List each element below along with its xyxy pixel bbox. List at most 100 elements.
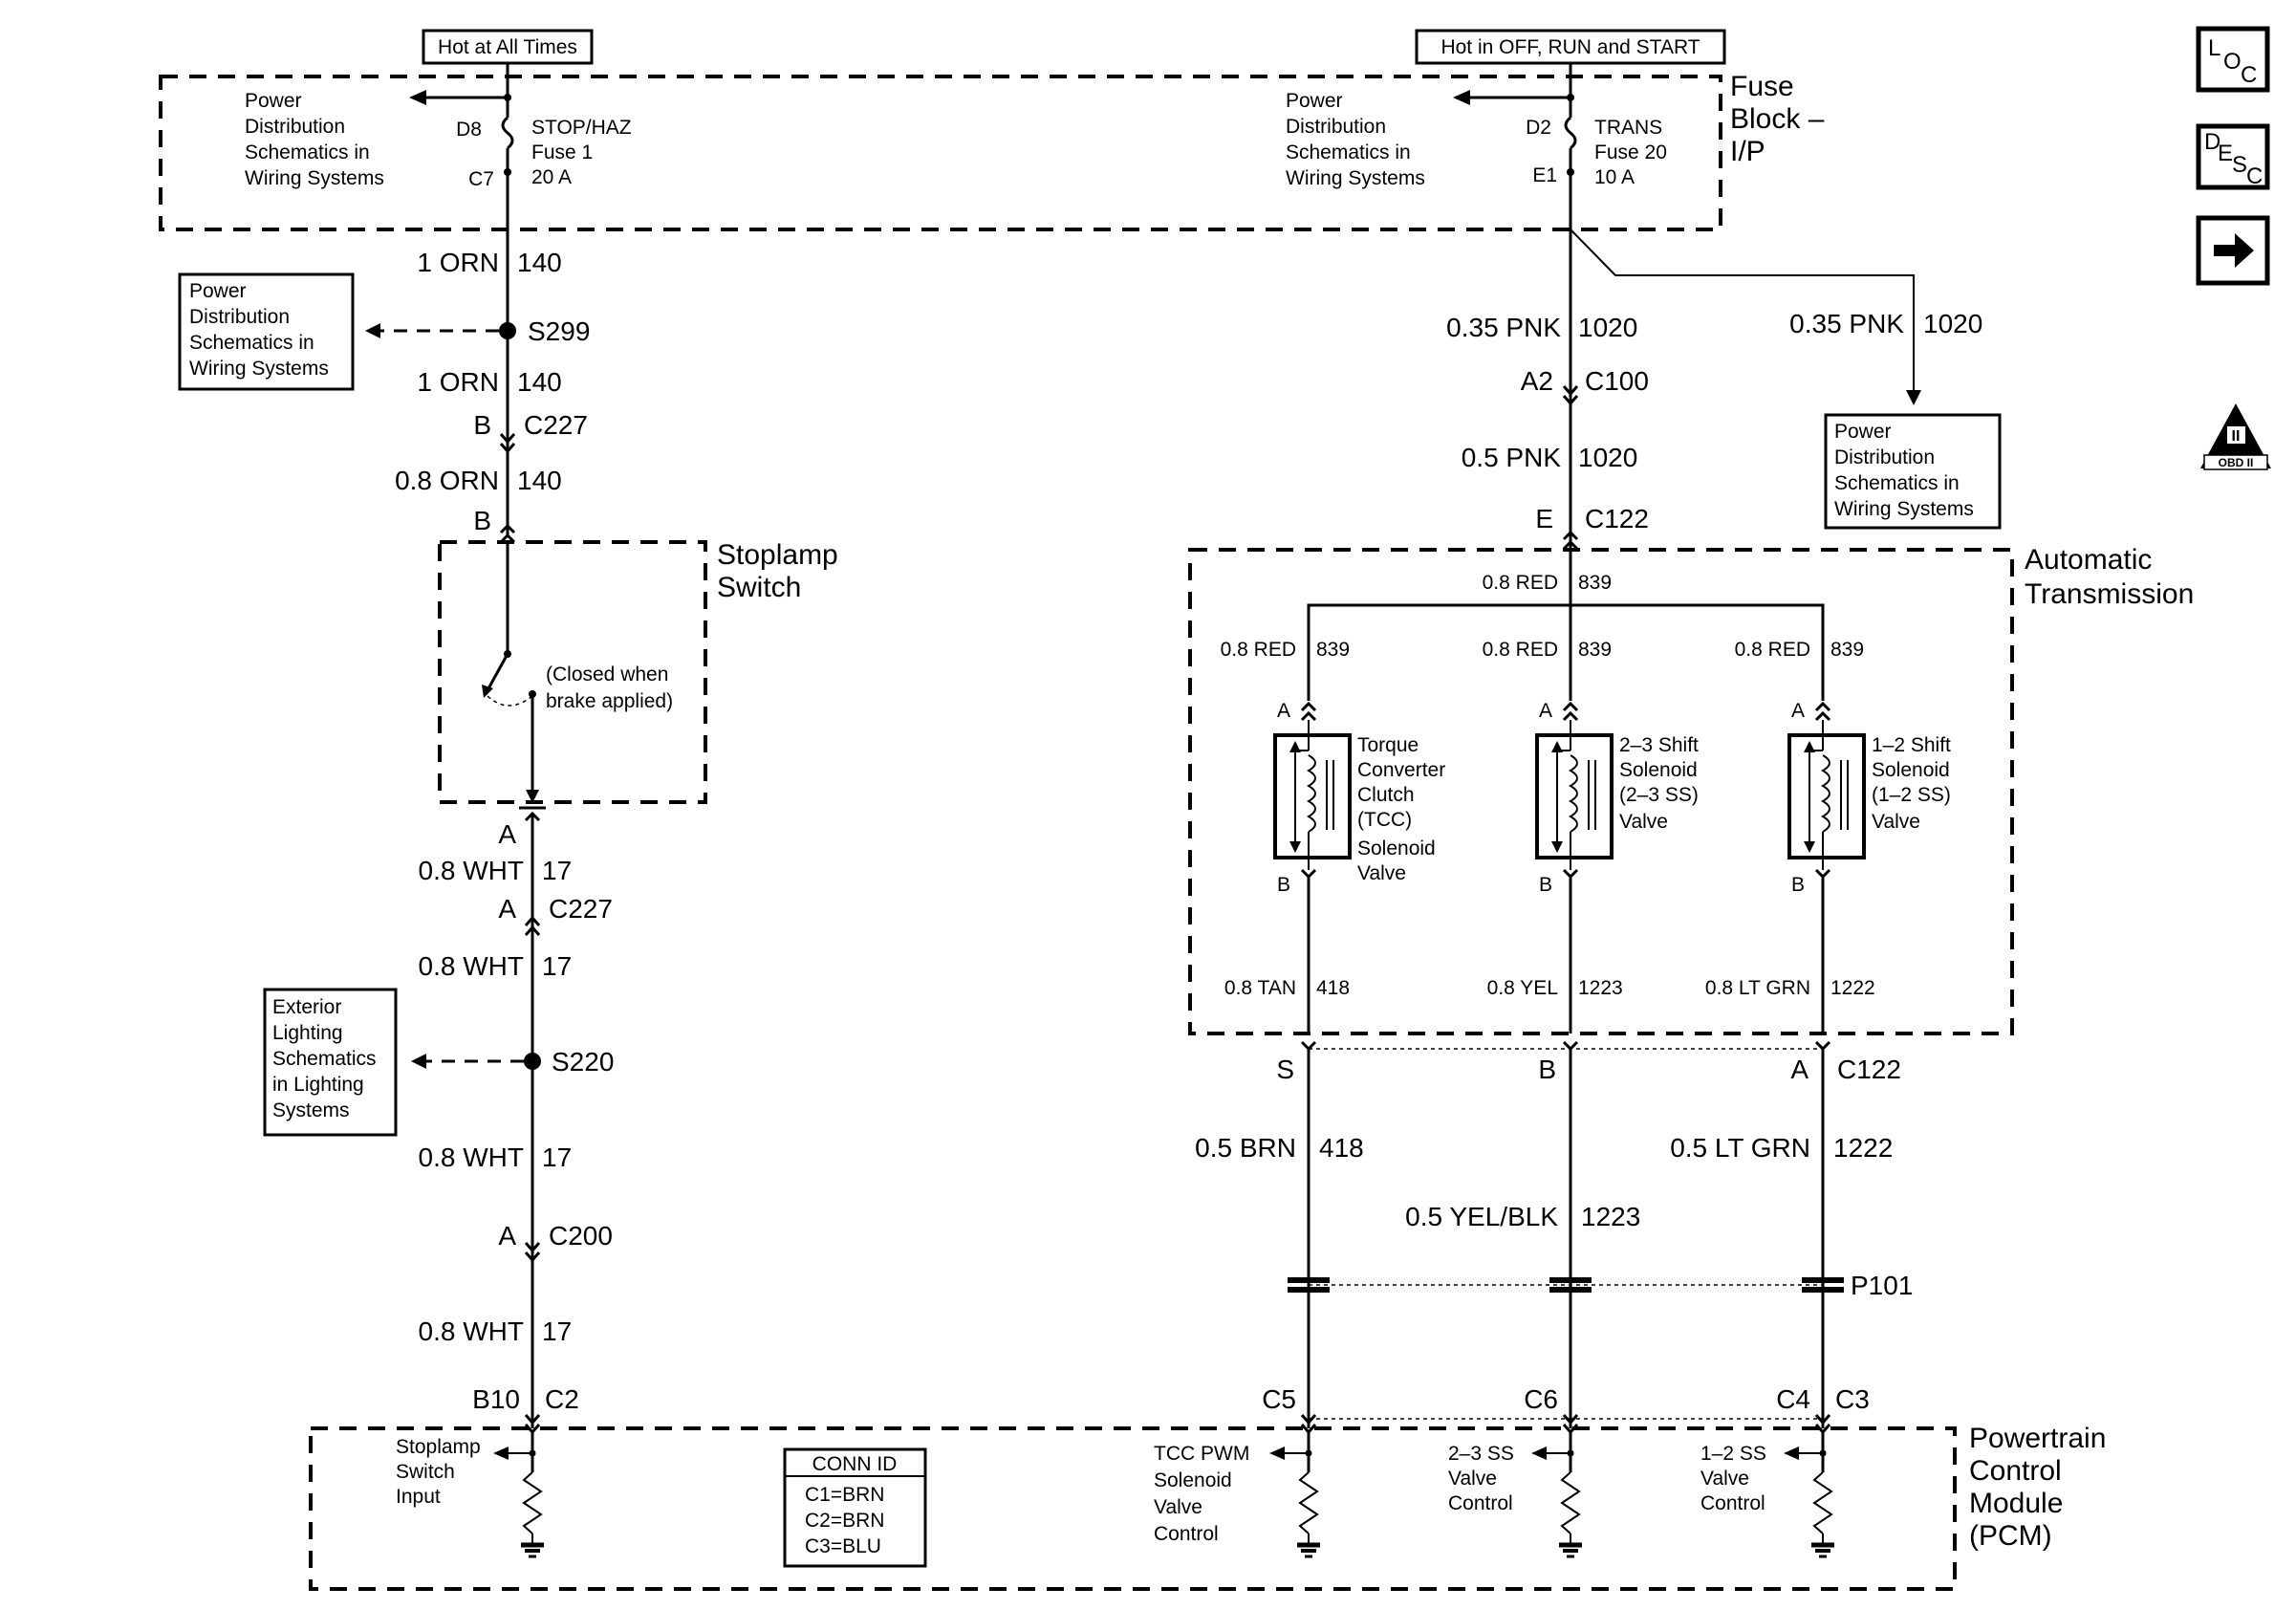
svg-text:0.8 YEL: 0.8 YEL bbox=[1487, 977, 1558, 999]
svg-text:1223: 1223 bbox=[1581, 1202, 1640, 1231]
wire-label-pnk-a: 0.35 PNK 1020 bbox=[1446, 313, 1637, 342]
conn-id-table: CONN ID C1=BRN C2=BRN C3=BLU bbox=[783, 1447, 927, 1568]
connector-c227-b: B C227 bbox=[473, 410, 588, 454]
svg-text:0.8 RED: 0.8 RED bbox=[1221, 639, 1296, 661]
svg-text:C3=BLU: C3=BLU bbox=[805, 1535, 881, 1557]
pcm-pin-b10: B10 C2 bbox=[472, 1384, 579, 1435]
fuse-trans: D2 E1 TRANS Fuse 20 10 A bbox=[1453, 76, 1667, 229]
svg-text:A: A bbox=[498, 1221, 516, 1251]
left-circuit-wire bbox=[506, 229, 534, 1428]
svg-text:B: B bbox=[1539, 874, 1552, 896]
svg-text:C4: C4 bbox=[1776, 1384, 1810, 1414]
pcm-input-stoplamp: Stoplamp Switch Input bbox=[396, 1432, 544, 1558]
fuse-block-boundary bbox=[159, 75, 1722, 231]
lower-right-wires bbox=[1307, 1049, 1825, 1428]
svg-text:A: A bbox=[1277, 700, 1290, 722]
svg-text:C2=BRN: C2=BRN bbox=[805, 1510, 884, 1532]
wire-label-3: 0.8 ORN 140 bbox=[395, 466, 562, 495]
svg-text:B: B bbox=[1277, 874, 1290, 896]
loc-icon[interactable]: L O C bbox=[2196, 26, 2270, 93]
svg-text:1223: 1223 bbox=[1578, 977, 1623, 999]
svg-text:CONN ID: CONN ID bbox=[812, 1453, 898, 1475]
fuse-stop-haz: D8 C7 STOP/HAZ Fuse 1 20 A bbox=[409, 76, 632, 229]
splice-s299: S299 bbox=[365, 316, 590, 346]
svg-text:A2: A2 bbox=[1521, 366, 1553, 396]
wire-label-4: 0.8 WHT 17 bbox=[419, 856, 573, 885]
stoplamp-switch-title: Stoplamp Switch bbox=[717, 539, 846, 603]
svg-text:1 ORN: 1 ORN bbox=[417, 367, 499, 397]
svg-text:0.5 BRN: 0.5 BRN bbox=[1195, 1133, 1296, 1163]
svg-text:B: B bbox=[1538, 1055, 1556, 1084]
wire-label-1: 1 ORN 140 bbox=[417, 248, 561, 277]
svg-text:1020: 1020 bbox=[1578, 443, 1637, 472]
svg-text:A: A bbox=[1790, 1055, 1809, 1084]
svg-text:1020: 1020 bbox=[1923, 309, 1982, 338]
pcm-boundary bbox=[309, 1426, 1957, 1591]
svg-text:Exterior Lighting: Exterior Lighting Schematics in Lighting… bbox=[272, 996, 381, 1121]
obd-ii-icon[interactable]: II OBD II bbox=[2200, 403, 2271, 470]
auto-trans-boundary bbox=[1188, 548, 2014, 1035]
svg-text:A: A bbox=[498, 819, 516, 849]
connector-c122-lower: S B A C122 bbox=[1276, 1040, 1901, 1084]
svg-text:17: 17 bbox=[542, 951, 572, 981]
solenoid-1-2-shift: 0.8 RED 839 A B 1–2 Shift Solenoid (1–2 … bbox=[1705, 639, 1951, 1033]
svg-text:418: 418 bbox=[1316, 977, 1350, 999]
svg-text:P101: P101 bbox=[1851, 1271, 1913, 1300]
pcm-title: Powertrain Control Module (PCM) bbox=[1969, 1423, 2114, 1552]
svg-text:1020: 1020 bbox=[1578, 313, 1637, 342]
svg-text:839: 839 bbox=[1578, 639, 1612, 661]
svg-text:140: 140 bbox=[517, 248, 562, 277]
svg-text:10 A: 10 A bbox=[1594, 166, 1635, 188]
switch-out-pin: A bbox=[498, 811, 541, 849]
svg-text:839: 839 bbox=[1830, 639, 1864, 661]
pcm-pins-right: C5 C6 C4 C3 bbox=[1262, 1384, 1870, 1435]
svg-text:STOP/HAZ: STOP/HAZ bbox=[531, 117, 632, 139]
s299-power-ref: Power Distribution Schematics in Wiring … bbox=[178, 272, 355, 391]
svg-text:O: O bbox=[2223, 49, 2242, 75]
hot-at-all-times-box: Hot at All Times bbox=[422, 29, 594, 65]
stoplamp-switch-boundary bbox=[438, 540, 707, 804]
stoplamp-switch: B (Closed when brake applied) bbox=[473, 506, 673, 810]
svg-text:Hot at All Times: Hot at All Times bbox=[438, 36, 577, 58]
svg-text:1 ORN: 1 ORN bbox=[417, 248, 499, 277]
svg-text:C: C bbox=[2246, 163, 2263, 189]
svg-text:0.8 TAN: 0.8 TAN bbox=[1224, 977, 1296, 999]
svg-text:0.8 WHT: 0.8 WHT bbox=[419, 1316, 524, 1346]
svg-text:0.8 WHT: 0.8 WHT bbox=[419, 951, 524, 981]
svg-text:C122: C122 bbox=[1837, 1055, 1901, 1084]
wire-label-yel-blk: 0.5 YEL/BLK 1223 bbox=[1405, 1202, 1640, 1231]
svg-text:0.35 PNK: 0.35 PNK bbox=[1446, 313, 1561, 342]
wire-label-lt-grn: 0.5 LT GRN 1222 bbox=[1670, 1133, 1893, 1163]
wire-label-pnk-b: 0.35 PNK 1020 bbox=[1789, 309, 1982, 338]
hot-in-run-box: Hot in OFF, RUN and START bbox=[1415, 29, 1726, 65]
svg-text:C1=BRN: C1=BRN bbox=[805, 1484, 884, 1506]
svg-text:L: L bbox=[2208, 35, 2220, 61]
svg-text:2–3 SS Valve Contr: 2–3 SS Valve Control bbox=[1448, 1443, 1520, 1514]
svg-text:2–3 Shift Solenoid: 2–3 Shift Solenoid (2–3 SS) Valve bbox=[1619, 734, 1704, 833]
svg-text:Power Distribution: Power Distribution Schematics in Wiring … bbox=[1834, 421, 1974, 520]
svg-text:E: E bbox=[1535, 504, 1553, 533]
connector-c227-a: A C227 bbox=[498, 894, 613, 936]
splice-s220: S220 bbox=[411, 1047, 614, 1077]
svg-text:0.8 LT GRN: 0.8 LT GRN bbox=[1705, 977, 1810, 999]
svg-text:0.8 RED: 0.8 RED bbox=[1483, 572, 1558, 594]
wire-label-6: 0.8 WHT 17 bbox=[419, 1142, 573, 1172]
svg-text:TCC PWM Solenoid V: TCC PWM Solenoid Valve Control bbox=[1154, 1443, 1255, 1545]
svg-text:OBD II: OBD II bbox=[2219, 456, 2254, 469]
desc-icon[interactable]: D E S C bbox=[2196, 123, 2270, 190]
pcm-input-1-2-ss: 1–2 SS Valve Control bbox=[1700, 1432, 1834, 1558]
wire-label-7: 0.8 WHT 17 bbox=[419, 1316, 573, 1346]
svg-text:II: II bbox=[2232, 428, 2241, 445]
svg-text:0.35 PNK: 0.35 PNK bbox=[1789, 309, 1904, 338]
svg-text:Torque Converter C: Torque Converter Clutch (TCC) Solenoid V… bbox=[1357, 734, 1451, 884]
svg-text:0.5 PNK: 0.5 PNK bbox=[1462, 443, 1562, 472]
auto-trans-title: Automatic Transmission bbox=[2025, 544, 2194, 610]
pcm-input-tcc-pwm: TCC PWM Solenoid Valve Control bbox=[1154, 1432, 1320, 1558]
next-arrow-icon[interactable] bbox=[2196, 215, 2270, 286]
svg-text:0.8 ORN: 0.8 ORN bbox=[395, 466, 499, 495]
svg-text:C200: C200 bbox=[549, 1221, 613, 1251]
svg-text:0.5 YEL/BLK: 0.5 YEL/BLK bbox=[1405, 1202, 1558, 1231]
connector-c100: A2 C100 bbox=[1521, 366, 1649, 406]
svg-text:B: B bbox=[473, 410, 491, 440]
svg-text:0.5 LT GRN: 0.5 LT GRN bbox=[1670, 1133, 1810, 1163]
